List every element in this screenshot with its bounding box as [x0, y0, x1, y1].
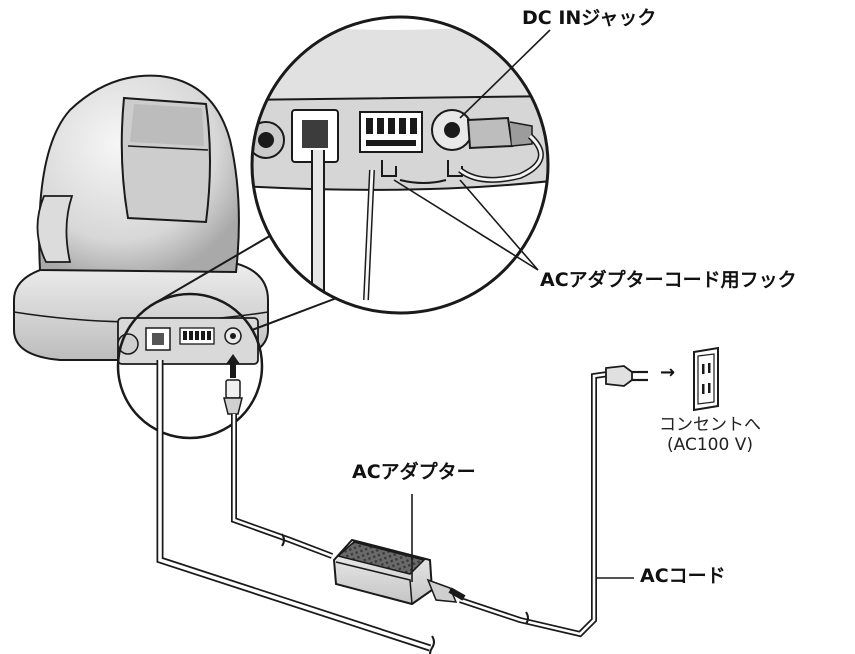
label-outlet-line2: (AC100 V) — [667, 434, 753, 455]
ac-adapter — [332, 538, 466, 606]
wall-outlet — [693, 346, 719, 412]
dc-plug-small — [223, 379, 243, 415]
label-ac-cord: ACコード — [640, 565, 726, 587]
label-cord-hook: ACアダプターコード用フック — [540, 269, 797, 291]
detail-circle-small — [116, 292, 264, 440]
lan-cable — [156, 360, 435, 654]
label-outlet: コンセントへ (AC100 V) — [650, 415, 770, 455]
label-ac-adapter: ACアダプター — [352, 461, 476, 483]
arrow-right-icon: → — [660, 362, 676, 383]
detail-circle-large — [250, 15, 550, 315]
label-dc-in-jack: DC INジャック — [522, 7, 657, 29]
ac-cord — [459, 371, 609, 638]
power-plug — [605, 365, 648, 387]
leader-lines — [393, 29, 634, 582]
dc-cord — [231, 414, 334, 559]
arrow-up-icon — [226, 354, 240, 378]
label-outlet-line1: コンセントへ — [659, 415, 761, 435]
network-camera — [13, 74, 269, 365]
